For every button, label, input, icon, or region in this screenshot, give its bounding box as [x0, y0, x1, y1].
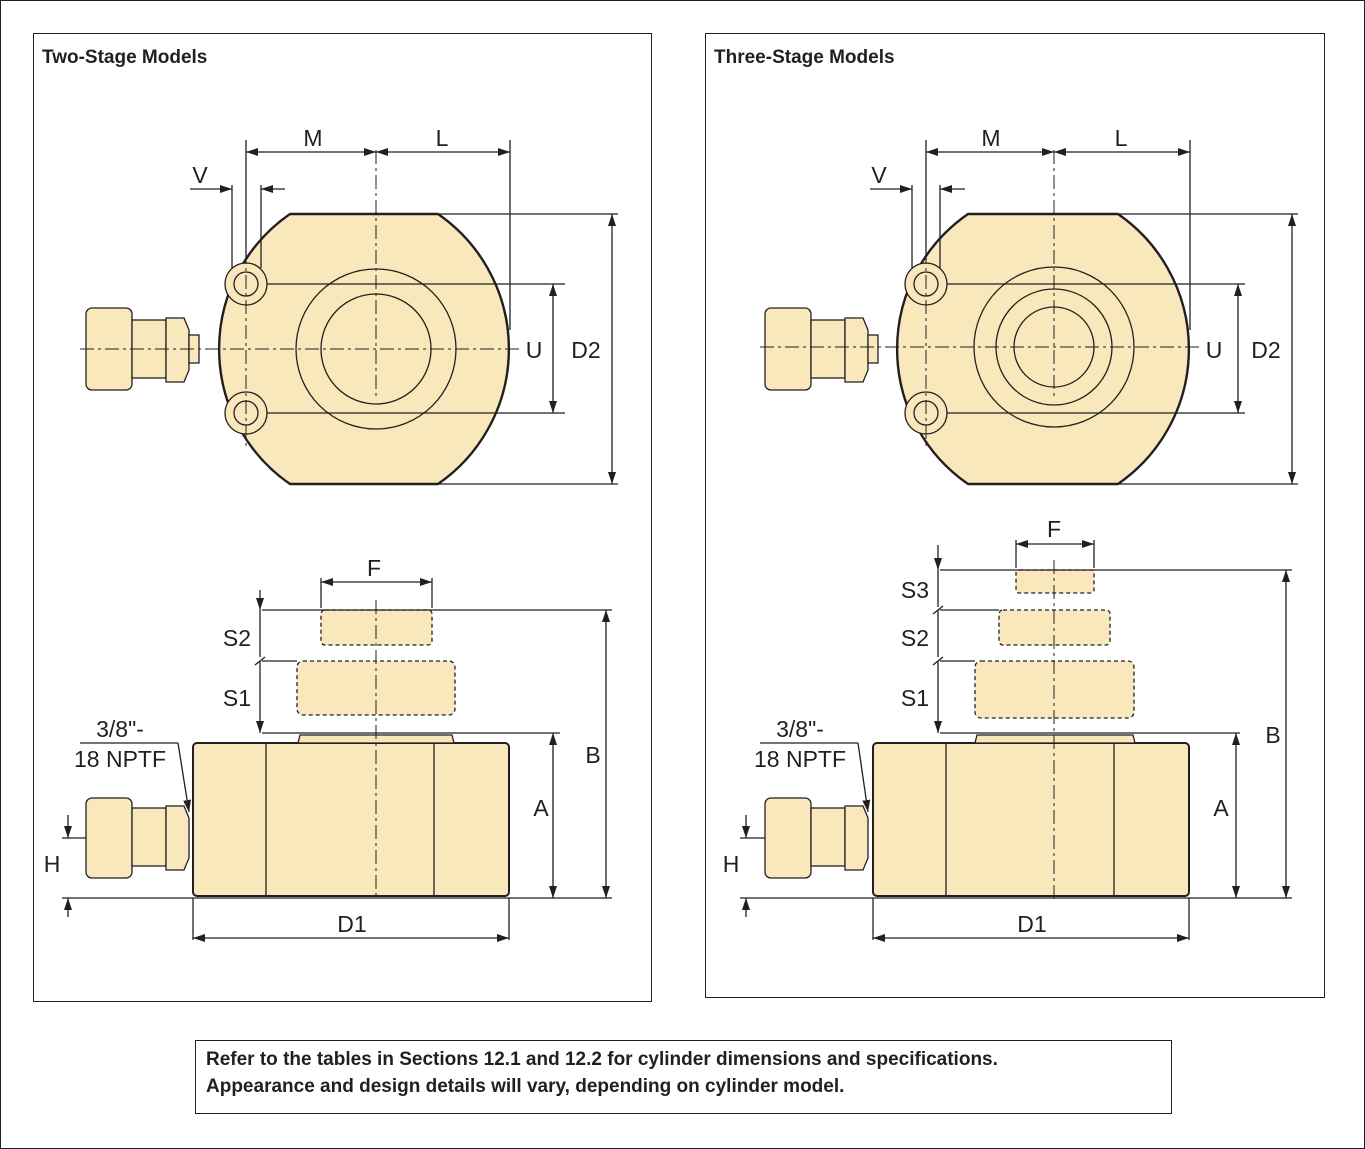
- label-port-line1: 3/8"-: [96, 716, 144, 742]
- coupler-neck-side: [810, 807, 846, 867]
- panel-title: Three-Stage Models: [714, 47, 895, 68]
- reference-note: Refer to the tables in Sections 12.1 and…: [195, 1040, 1172, 1114]
- stage-3-extended: [1015, 569, 1095, 594]
- label-h: H: [723, 851, 740, 877]
- label-a: A: [1213, 795, 1229, 821]
- coupler-hex-side: [165, 805, 190, 871]
- label-b: B: [1265, 722, 1280, 748]
- three-stage-drawing: [740, 140, 1298, 942]
- label-s2: S2: [901, 625, 929, 651]
- label-b: B: [585, 742, 600, 768]
- label-s1: S1: [901, 685, 929, 711]
- coupler-nipple: [867, 334, 879, 364]
- coupler-neck: [810, 319, 846, 379]
- top-view: [760, 140, 1298, 486]
- coupler-hex: [165, 317, 190, 383]
- label-port-line1: 3/8"-: [776, 716, 824, 742]
- side-view: [62, 578, 612, 942]
- two-stage-labels: M L V U D2 F S2 S1 3/8"- 18 NPTF B A H D…: [44, 125, 601, 937]
- cylinder-body-side: [192, 742, 510, 897]
- label-s2: S2: [223, 625, 251, 651]
- label-port-line2: 18 NPTF: [754, 746, 846, 772]
- label-s3: S3: [901, 577, 929, 603]
- coupler-hex-side: [844, 805, 869, 871]
- note-line-2: Appearance and design details will vary,…: [206, 1076, 845, 1097]
- label-f: F: [1047, 516, 1061, 542]
- label-d2: D2: [571, 337, 600, 363]
- label-v: V: [871, 162, 887, 188]
- top-view: [80, 140, 618, 486]
- label-m: M: [303, 125, 322, 151]
- note-line-1: Refer to the tables in Sections 12.1 and…: [206, 1049, 998, 1070]
- coupler-hex: [844, 317, 869, 383]
- three-stage-labels: M L V U D2 F S3 S2 S1 3/8"- 18 NPTF B A …: [723, 125, 1281, 937]
- label-v: V: [192, 162, 208, 188]
- label-h: H: [44, 851, 61, 877]
- side-view: [740, 540, 1292, 942]
- label-u: U: [1206, 337, 1223, 363]
- label-a: A: [533, 795, 549, 821]
- cylinder-body-side: [872, 742, 1190, 897]
- coupler-cap-side: [764, 797, 812, 879]
- label-d1: D1: [1017, 911, 1046, 937]
- label-f: F: [367, 555, 381, 581]
- label-d2: D2: [1251, 337, 1280, 363]
- coupler-cap-side: [85, 797, 133, 879]
- coupler-cap: [764, 307, 812, 391]
- panel-title: Two-Stage Models: [42, 47, 208, 68]
- label-l: L: [1115, 125, 1128, 151]
- label-l: L: [436, 125, 449, 151]
- label-s1: S1: [223, 685, 251, 711]
- coupler-neck-side: [131, 807, 167, 867]
- two-stage-drawing: [62, 140, 618, 942]
- label-port-line2: 18 NPTF: [74, 746, 166, 772]
- saddle-side: [974, 734, 1136, 744]
- label-m: M: [981, 125, 1000, 151]
- label-u: U: [526, 337, 543, 363]
- label-d1: D1: [337, 911, 366, 937]
